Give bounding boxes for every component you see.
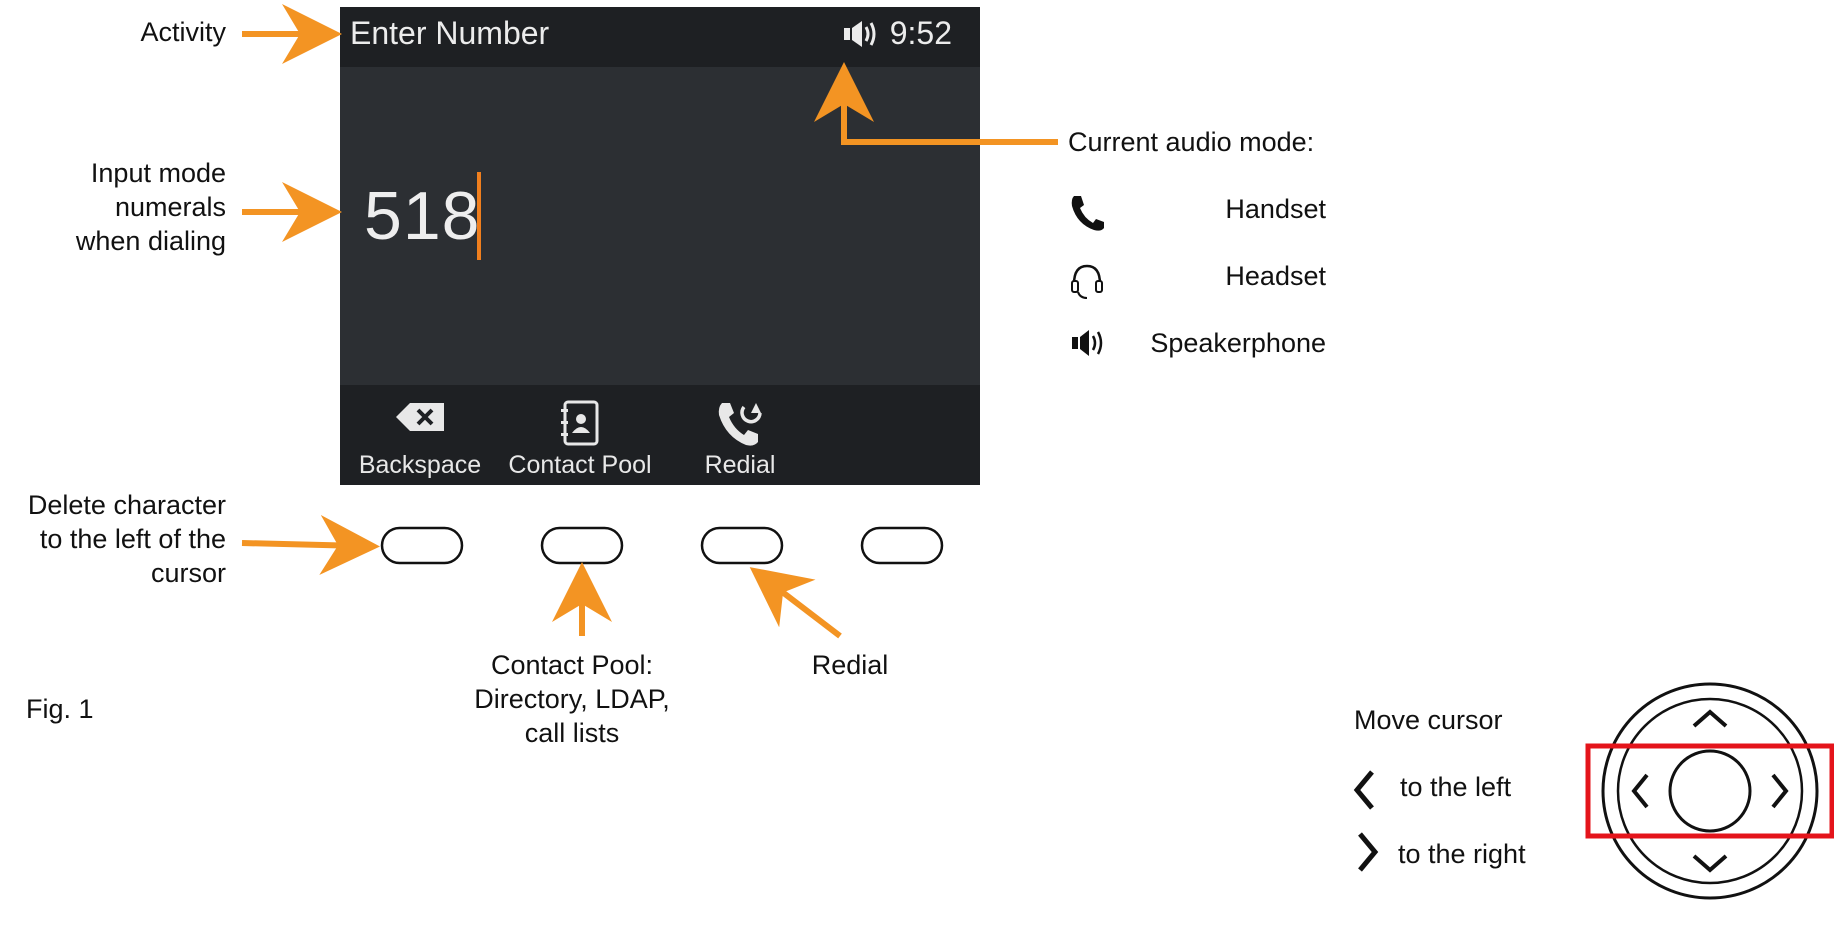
chevron-right-icon <box>1358 832 1379 872</box>
softkey-redial[interactable]: Redial <box>660 385 820 485</box>
label-line: Input mode <box>90 158 226 188</box>
contact-book-icon <box>561 400 599 446</box>
softkey-button-1[interactable] <box>380 526 464 565</box>
arrow-audio-mode <box>814 62 1058 145</box>
text-cursor <box>477 172 481 260</box>
label-line: numerals <box>114 192 226 222</box>
nav-down-icon[interactable] <box>1692 854 1728 873</box>
move-left-label: to the left <box>1400 772 1512 802</box>
headset-icon <box>1071 264 1103 299</box>
arrow-redial <box>749 567 842 639</box>
softkey-button-3[interactable] <box>700 526 784 565</box>
redial-icon <box>718 403 762 446</box>
label-line: call lists <box>524 718 620 748</box>
handset-icon <box>1071 196 1104 231</box>
chevron-left-icon <box>1353 770 1374 810</box>
status-right: 9:52 <box>842 15 952 52</box>
audio-mode-handset: Handset <box>1225 194 1326 224</box>
softkey-button-2[interactable] <box>540 526 624 565</box>
figure-label: Fig. 1 <box>26 694 94 724</box>
softkey-label: Redial <box>704 451 776 479</box>
nav-up-icon[interactable] <box>1692 709 1728 728</box>
delete-character-label: Delete character to the left of the curs… <box>10 488 226 590</box>
label-line: to the left of the <box>39 524 226 554</box>
ok-button[interactable] <box>1668 749 1752 833</box>
activity-title: Enter Number <box>350 15 550 51</box>
dialed-number: 518 <box>364 178 481 254</box>
navigation-key-cluster <box>1585 682 1834 900</box>
softkey-label: Backspace <box>358 451 482 479</box>
speaker-icon <box>1072 330 1103 356</box>
audio-mode-title: Current audio mode: <box>1068 127 1315 157</box>
redial-label: Redial <box>811 650 889 680</box>
move-cursor-label: Move cursor <box>1354 705 1503 735</box>
softkey-backspace[interactable]: Backspace <box>340 385 500 485</box>
speaker-icon <box>843 20 876 47</box>
highlight-box <box>1585 743 1834 839</box>
softkey-contact-pool[interactable]: Contact Pool <box>500 385 660 485</box>
status-bar: Enter Number 9:52 <box>340 7 980 67</box>
softkey-bar: Backspace Contact Pool <box>340 385 980 485</box>
arrow-delete <box>241 514 380 575</box>
clock: 9:52 <box>889 15 952 51</box>
activity-label: Activity <box>140 17 226 47</box>
label-line: Contact Pool: <box>490 650 654 680</box>
audio-mode-headset: Headset <box>1225 261 1326 291</box>
input-mode-label: Input mode numerals when dialing <box>20 156 226 258</box>
label-line: Directory, LDAP, <box>474 684 670 714</box>
label-line: cursor <box>150 558 226 588</box>
label-line: Delete character <box>27 490 226 520</box>
softkey-label: Contact Pool <box>508 451 652 479</box>
softkey-button-4[interactable] <box>860 526 944 565</box>
label-line: when dialing <box>75 226 226 256</box>
nav-left-icon[interactable] <box>1631 773 1649 809</box>
backspace-icon <box>396 403 444 431</box>
move-right-label: to the right <box>1398 839 1526 869</box>
nav-right-icon[interactable] <box>1771 773 1789 809</box>
contact-pool-label: Contact Pool: Directory, LDAP, call list… <box>442 648 702 750</box>
audio-mode-speakerphone: Speakerphone <box>1150 328 1326 358</box>
